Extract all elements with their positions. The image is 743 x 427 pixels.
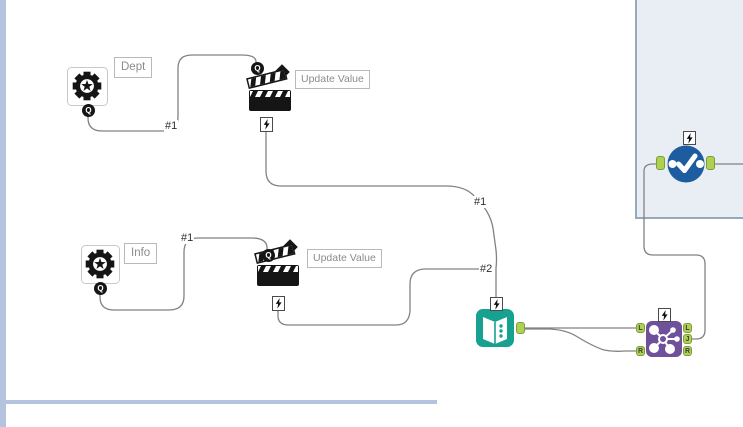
input-anchor-join-right[interactable]: R [636,346,645,356]
wire-join-to-macro[interactable] [643,163,706,340]
lightning-anchor-join[interactable] [658,308,671,322]
wire-action1-to-textinput[interactable] [265,131,498,298]
wire-textinput-to-join-right[interactable] [523,328,637,352]
bottom-container-edge [6,400,437,404]
lightning-icon [661,309,668,321]
lightning-anchor-action1[interactable] [260,117,273,132]
left-window-edge [0,0,6,427]
input-anchor-macro[interactable] [656,156,665,170]
q-anchor-action1[interactable]: Q [251,62,264,75]
output-anchor-text-input[interactable] [516,322,525,334]
tool-label-dept: Dept [114,57,153,78]
lightning-anchor-text-input[interactable] [490,297,503,311]
check-icon [668,153,704,173]
lightning-anchor-macro[interactable] [683,131,696,145]
q-anchor-action2[interactable]: Q [262,249,275,262]
lightning-icon [275,298,282,309]
connection-label-2: #1 [180,232,195,244]
lightning-anchor-action2[interactable] [272,296,285,311]
output-anchor-join-left[interactable]: L [683,323,692,333]
tool-label-update-value-1: Update Value [295,70,370,89]
q-anchor-dept[interactable]: Q [82,104,95,117]
wire-info-to-action2[interactable] [99,237,268,311]
tool-text-input[interactable] [476,309,514,347]
lightning-icon [686,132,693,144]
tool-label-update-value-2: Update Value [307,249,382,268]
q-anchor-info[interactable]: Q [94,282,107,295]
connection-label-3: #1 [473,196,488,208]
lightning-icon [493,298,500,310]
tool-dept-interface[interactable] [67,67,108,106]
book-icon [483,317,507,344]
connection-label-1: #1 [164,120,179,132]
tool-label-info: Info [124,243,158,264]
output-anchor-macro[interactable] [706,156,715,170]
gear-icon [72,71,102,101]
wire-dept-to-action1[interactable] [87,54,257,132]
output-anchor-join-right[interactable]: R [683,346,692,356]
gear-icon [85,249,115,279]
tool-join[interactable] [646,321,682,357]
input-anchor-join-left[interactable]: L [636,323,645,333]
tool-macro[interactable] [667,145,705,183]
tool-container[interactable] [635,0,743,219]
action-tool-2-clapperboard-icon[interactable] [254,239,299,286]
tool-info-interface[interactable] [81,245,120,284]
join-icon [649,325,680,354]
connection-label-4: #2 [479,263,494,275]
lightning-icon [263,119,270,130]
wire-action2-to-textinput[interactable] [277,268,488,326]
output-anchor-join-join[interactable]: J [683,334,692,344]
